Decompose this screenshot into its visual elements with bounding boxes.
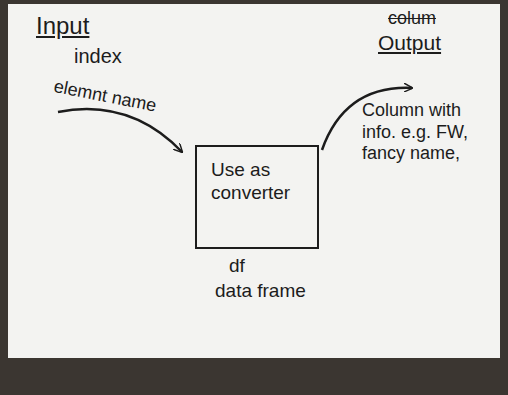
output-note: Column with info. e.g. FW, fancy name, — [362, 100, 470, 165]
struck-word: colum — [388, 8, 436, 30]
paper-sheet — [8, 4, 500, 358]
output-heading: Output — [378, 30, 441, 55]
converter-box: Use as converter — [195, 145, 319, 249]
box-text: Use as converter — [211, 159, 290, 205]
converter-node: Use as converter dfdata frame — [195, 145, 319, 303]
box-caption: data frame — [215, 280, 319, 303]
box-caption: df — [229, 255, 319, 278]
input-note: index — [74, 44, 122, 68]
input-arrow — [58, 109, 182, 152]
input-heading: Input — [36, 12, 89, 41]
